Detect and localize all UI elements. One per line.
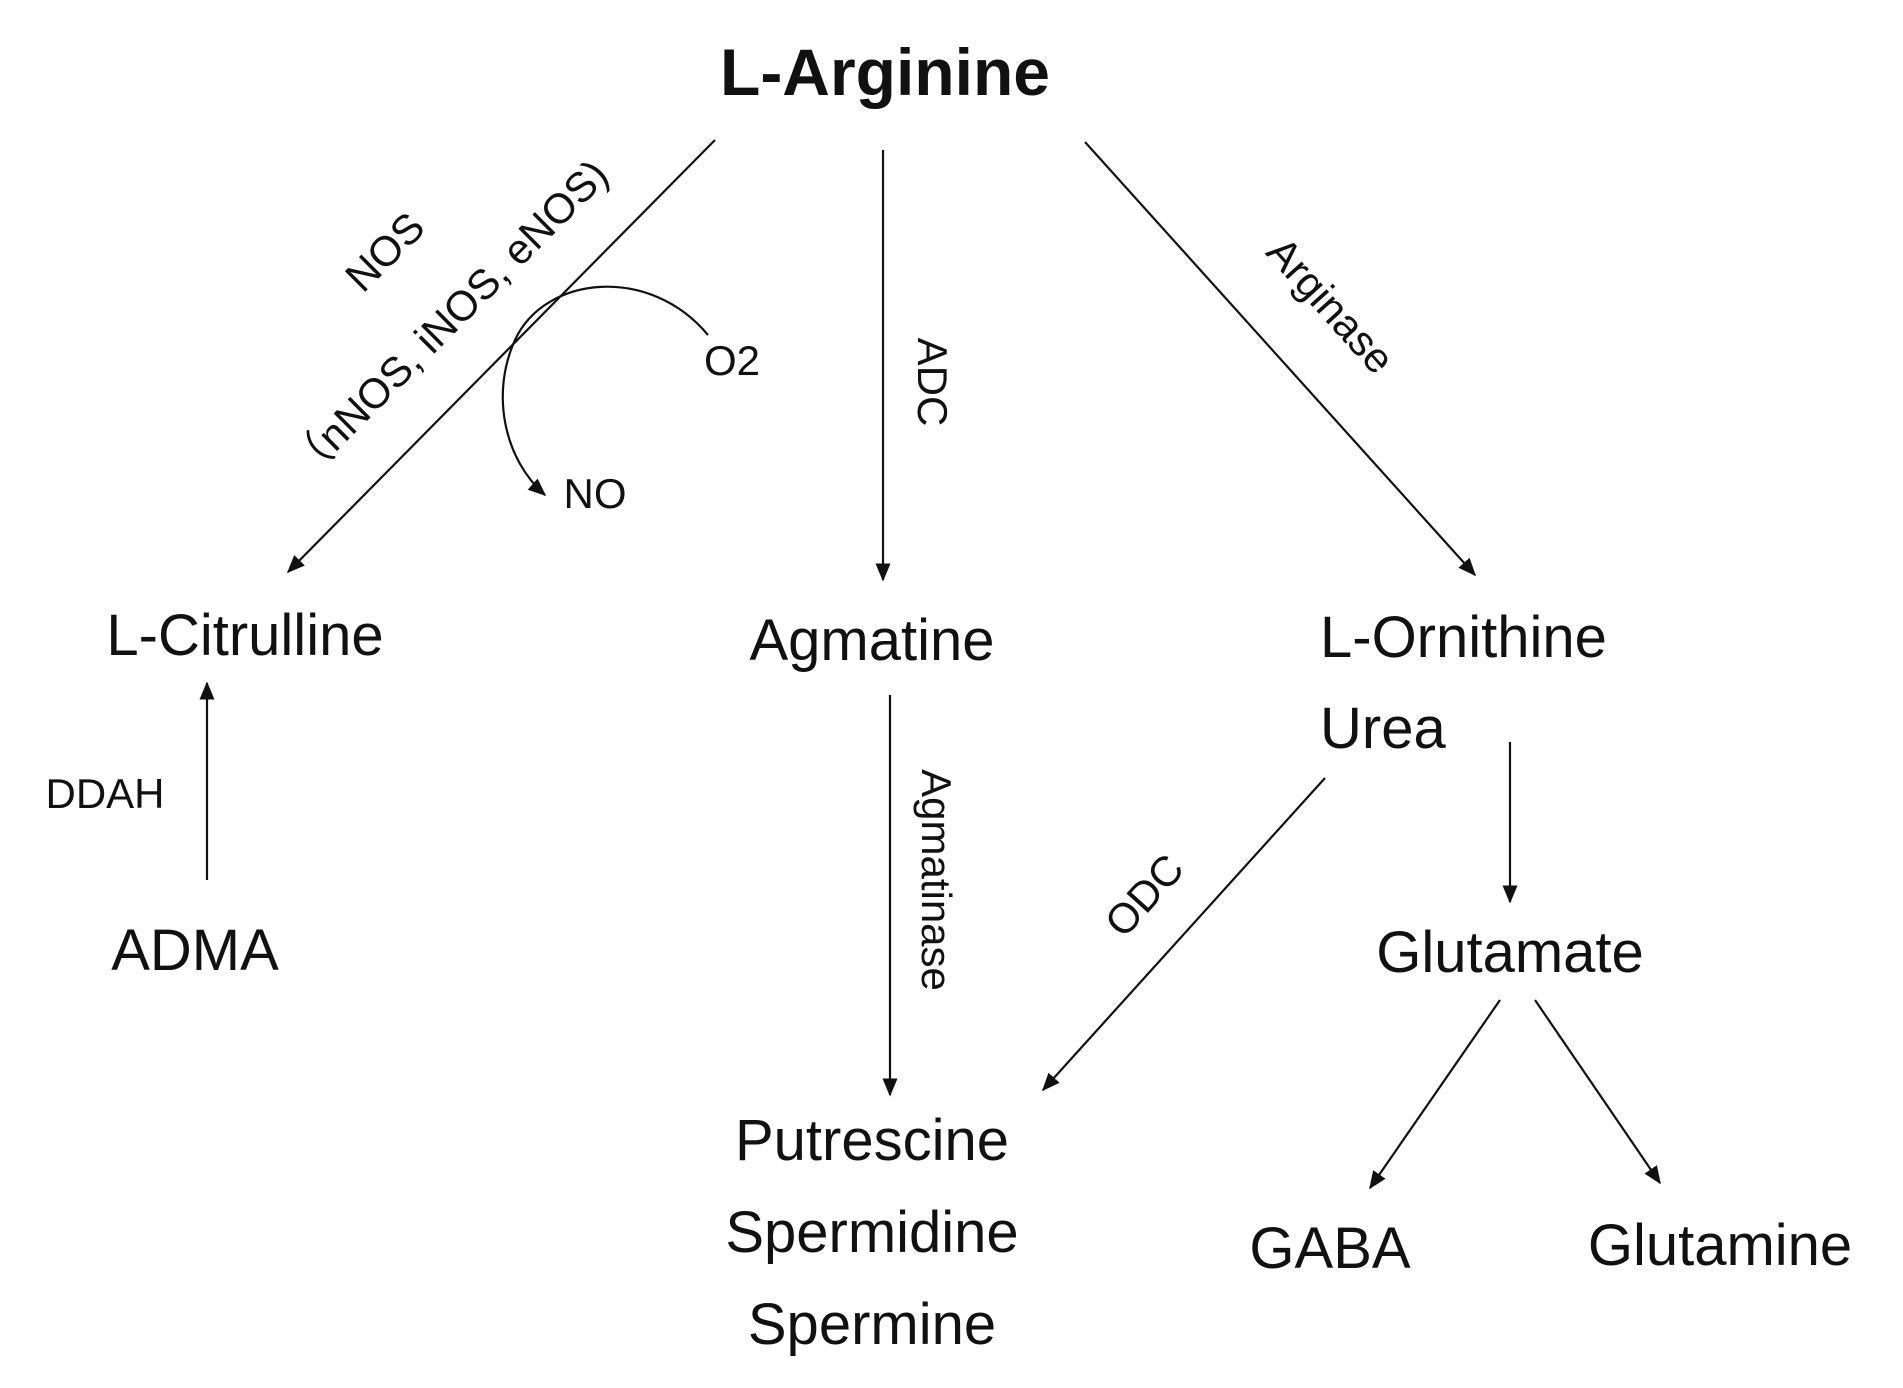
enzyme-label-nos-isoforms: （nNOS, iNOS, eNOS): [278, 150, 617, 489]
enzyme-label-adc: ADC: [909, 338, 956, 427]
arrow-ornithine-to-putrescine: [1041, 777, 1326, 1092]
cofactor-no: NO: [564, 470, 627, 517]
node-l-arginine: L-Arginine: [720, 35, 1050, 109]
node-putrescine: Putrescine: [735, 1108, 1009, 1173]
arrow-o2-to-no: [501, 285, 709, 496]
enzyme-label-odc: ODC: [1096, 845, 1193, 946]
cofactor-o2: O2: [704, 337, 760, 384]
node-agmatine: Agmatine: [749, 608, 994, 673]
arrow-glutamate-to-glutamine: [1534, 999, 1661, 1185]
node-glutamine: Glutamine: [1588, 1213, 1852, 1278]
node-spermidine: Spermidine: [725, 1200, 1018, 1265]
node-adma: ADMA: [111, 918, 279, 983]
enzyme-label-agmatinase: Agmatinase: [913, 769, 960, 991]
node-glutamate: Glutamate: [1376, 920, 1644, 985]
enzyme-label-ddah: DDAH: [45, 770, 164, 817]
arrow-glutamate-to-gaba: [1369, 999, 1501, 1190]
enzyme-label-nos: NOS: [336, 203, 434, 301]
node-l-ornithine: L-Ornithine: [1320, 605, 1607, 670]
node-l-citrulline: L-Citrulline: [106, 603, 383, 668]
node-spermine: Spermine: [748, 1292, 996, 1357]
node-urea: Urea: [1320, 696, 1446, 761]
arrow-arginine-to-citrulline: [286, 139, 716, 574]
node-gaba: GABA: [1249, 1216, 1410, 1281]
arrow-arginine-to-ornithine: [1084, 141, 1477, 577]
